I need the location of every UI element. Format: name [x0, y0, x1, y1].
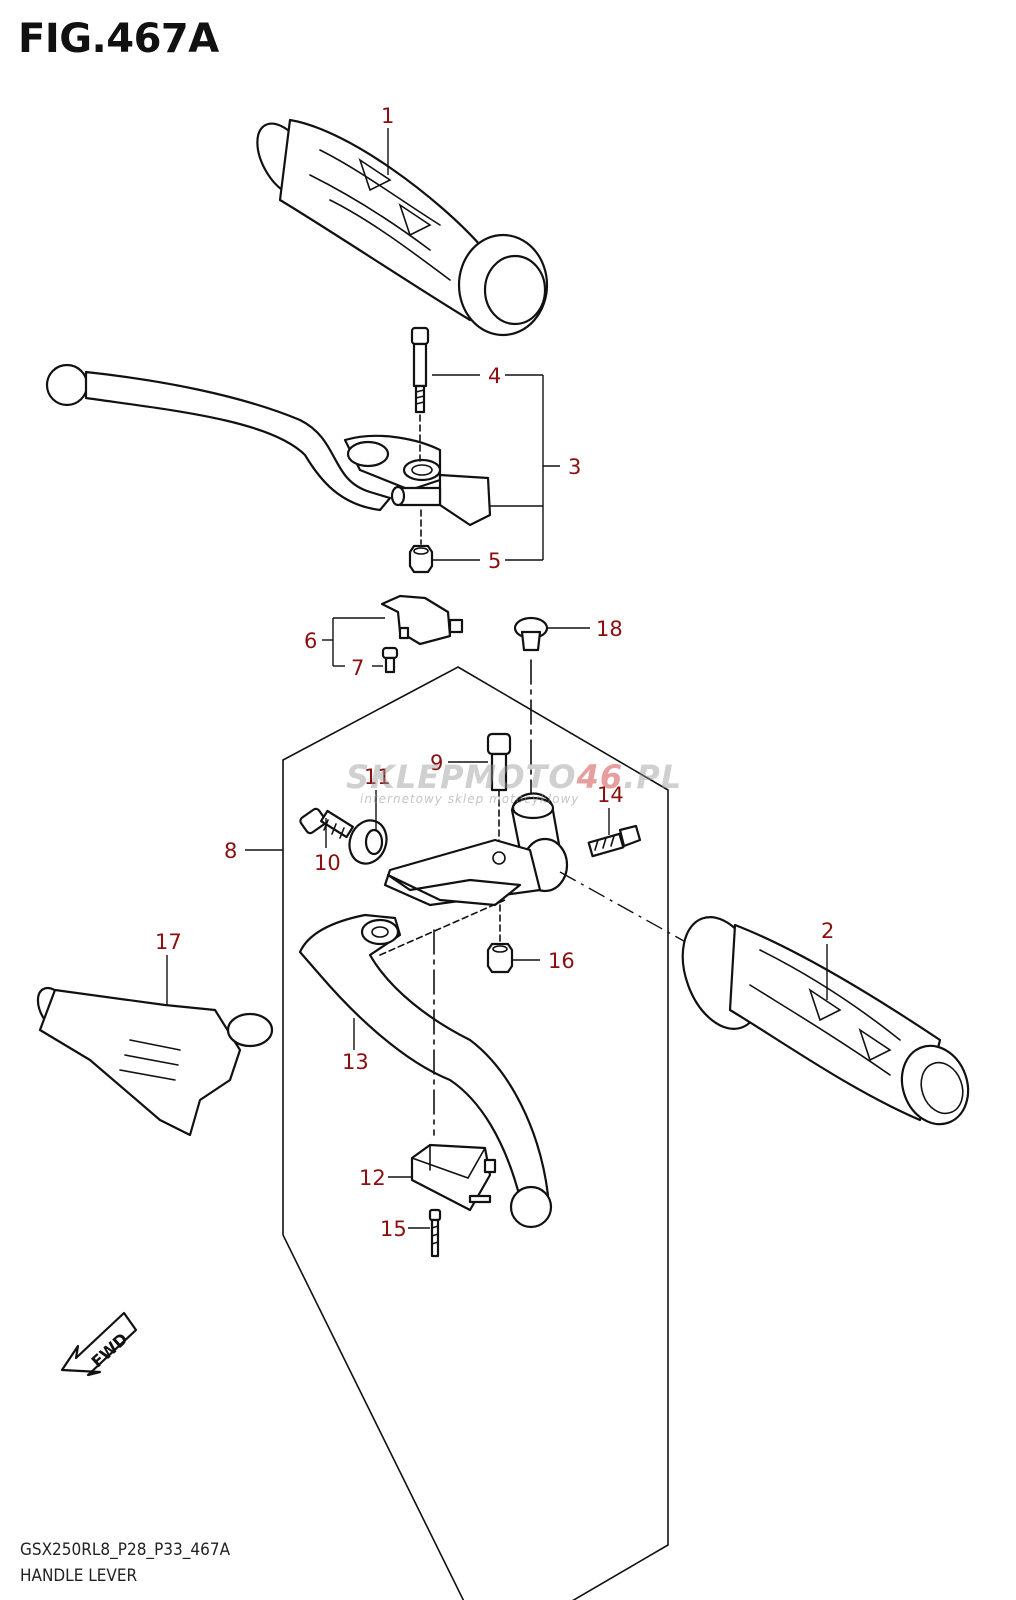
switch-part[interactable] [380, 594, 464, 646]
adjuster-ring-part[interactable] [344, 790, 393, 869]
callout-18: 18 [596, 617, 623, 641]
lever-holder-part[interactable] [383, 792, 569, 907]
callout-5: 5 [488, 549, 501, 573]
right-grip-part[interactable] [668, 906, 978, 1133]
callout-8: 8 [224, 839, 237, 863]
model-code: GSX250RL8_P28_P33_467A [20, 1540, 231, 1560]
brake-switch-part[interactable] [410, 1143, 497, 1212]
callout-15: 15 [380, 1217, 407, 1241]
lever-guard-part[interactable] [31, 982, 274, 1137]
callout-12: 12 [359, 1166, 386, 1190]
fwd-arrow-icon [60, 1311, 138, 1377]
callout-11: 11 [364, 765, 391, 789]
callout-1: 1 [381, 104, 394, 128]
pivot-bolt-part[interactable] [410, 326, 430, 463]
callout-9: 9 [430, 751, 443, 775]
assembly-frame [282, 666, 669, 1600]
figure-title: FIG.467A [18, 16, 219, 62]
callout-3: 3 [568, 455, 581, 479]
adjuster-screw-part[interactable] [299, 807, 355, 839]
callout-6: 6 [304, 629, 317, 653]
screw-part[interactable] [381, 646, 399, 674]
left-grip-part[interactable] [246, 114, 549, 337]
callout-13: 13 [342, 1050, 369, 1074]
callout-17: 17 [155, 930, 182, 954]
nut-part[interactable] [408, 509, 434, 574]
callout-16: 16 [548, 949, 575, 973]
callout-10: 10 [314, 851, 341, 875]
screw-15-part[interactable] [428, 1208, 442, 1258]
watermark-logo: SKLEPMOTO46.PL [346, 758, 683, 796]
brake-lever-part[interactable] [298, 899, 553, 1229]
callout-2: 2 [821, 919, 834, 943]
nut-16-part[interactable] [486, 904, 514, 974]
callout-7: 7 [351, 656, 364, 680]
callout-4: 4 [488, 364, 501, 388]
lever-assembly-part[interactable] [45, 363, 492, 527]
section-name: HANDLE LEVER [20, 1566, 138, 1586]
bolt-14-part[interactable] [587, 824, 642, 858]
watermark-tagline: internetowy sklep motocyklowy [360, 792, 580, 806]
callout-14: 14 [597, 783, 624, 807]
